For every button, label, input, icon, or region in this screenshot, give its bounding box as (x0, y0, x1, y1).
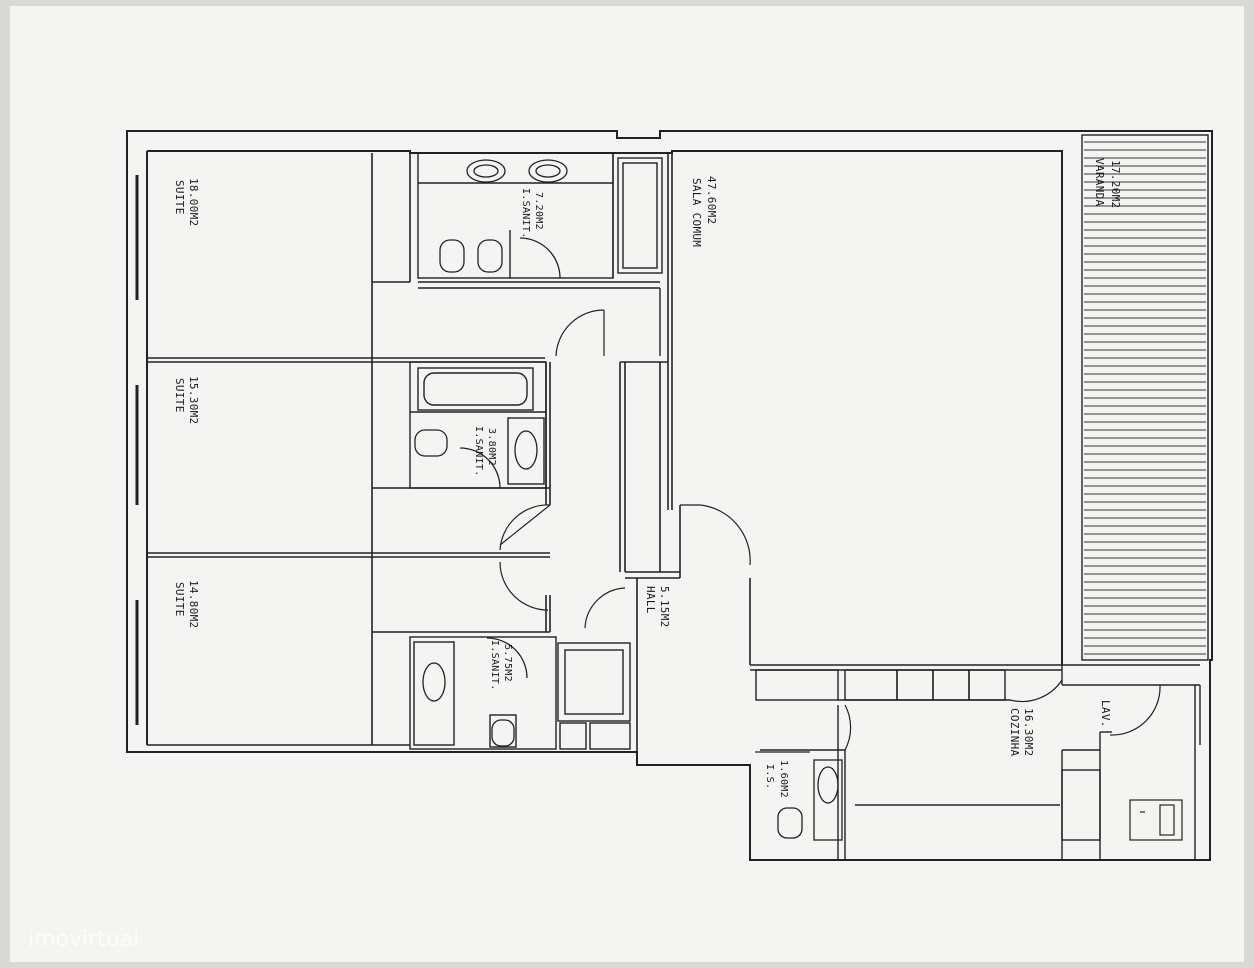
bathroom-1 (417, 152, 663, 356)
sala-name: SALA COMUM (690, 178, 703, 247)
suite-2-area: 15.30M2 (187, 376, 200, 424)
paper-sheet (10, 6, 1244, 962)
washing-machine-icon (1129, 799, 1183, 841)
suite-1-name: SUITE (173, 180, 186, 215)
hall-name: HALL (644, 586, 657, 614)
suite-1-area: 18.00M2 (187, 178, 200, 226)
washbasin-icon (466, 159, 506, 183)
suite-2-name: SUITE (173, 378, 186, 413)
washbasin-icon (817, 766, 839, 804)
room-labels: SUITE 18.00M2 SUITE 15.30M2 SUITE 14.80M… (173, 158, 1122, 798)
toilet-icon (491, 719, 515, 747)
small-wc (755, 751, 843, 841)
cozinha-name: COZINHA (1008, 708, 1021, 757)
lav-name: LAV. (1099, 700, 1112, 728)
is-small-name: I.S. (764, 764, 775, 789)
bathroom-3 (409, 636, 631, 750)
washbasin-icon (514, 430, 538, 470)
is-small-area: 1.60M2 (778, 760, 789, 798)
washbasin-icon (528, 159, 568, 183)
varanda-hatching (1084, 141, 1206, 655)
cozinha-area: 16.30M2 (1022, 708, 1035, 756)
watermark-logo: imovirtual (28, 927, 139, 952)
varanda-name: VARANDA (1093, 158, 1106, 207)
isanit-3-area: 5.75M2 (502, 644, 513, 682)
bath2-fixtures (414, 429, 538, 489)
bath3-fixtures (422, 637, 528, 747)
door-swings (499, 309, 1161, 751)
varanda-area-label: 17.20M2 (1109, 160, 1122, 208)
kitchen (750, 664, 1201, 860)
toilet-icon (414, 429, 448, 457)
hall-area: 5.15M2 (658, 586, 671, 628)
bath1-fixtures (439, 159, 568, 279)
sala-area: 47.60M2 (705, 176, 718, 224)
isanit-3-name: I.SANIT. (489, 640, 500, 691)
bathroom-2 (409, 361, 547, 489)
toilet-icon (439, 239, 465, 273)
isanit-1-name: I.SANIT. (520, 188, 531, 239)
bidet-icon (477, 239, 503, 273)
suite-walls (147, 153, 550, 746)
suite-3-name: SUITE (173, 582, 186, 617)
isanit-1-area: 7.20M2 (533, 192, 544, 230)
isanit-2-area: 3.80M2 (486, 428, 497, 466)
isanit-2-name: I.SANIT. (473, 426, 484, 477)
washbasin-icon (422, 662, 446, 702)
suite-3-area: 14.80M2 (187, 580, 200, 628)
toilet-icon (777, 807, 803, 839)
hall-walls (545, 153, 751, 765)
